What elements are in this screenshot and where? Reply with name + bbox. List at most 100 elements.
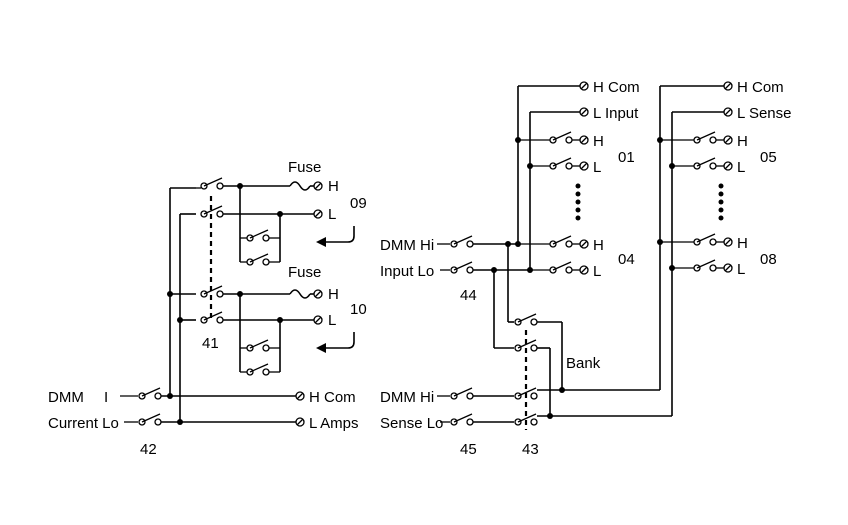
relay42-lo-switch [141,413,161,423]
ch10-l-switch [203,311,223,321]
left-circuit: Fuse H L 09 Fus [48,159,367,458]
relay44-lo-switch [453,261,473,271]
ladder-switch [249,229,269,239]
switch-contact [530,418,538,426]
junction [559,387,565,393]
ch05-h-switch [696,131,716,141]
right-circuit: H Com L Input H L 01 [380,79,792,458]
ch05-number: 05 [760,149,777,166]
switch-contact [530,392,538,400]
l-sense-label: L Sense [737,105,792,122]
ch04-h-switch [552,235,572,245]
switch-contact [262,258,270,266]
ellipsis-dot [718,207,724,213]
l-amps-label: L Amps [309,415,358,432]
relay42-label: 42 [140,441,157,458]
ellipsis-dot [575,199,581,205]
ch10-h-switch [203,285,223,295]
dmm-hi-sense-label: DMM Hi [380,389,434,406]
switch-contact [466,240,474,248]
ellipsis-dot [718,183,724,189]
ch01-h-label: H [593,133,604,150]
fuse1-label: Fuse [288,159,321,176]
h-com-amps-label: H Com [309,389,356,406]
switch-contact [216,210,224,218]
relay44-hi-switch [453,235,473,245]
ch04-l-label: L [593,263,601,280]
ch01-number: 01 [618,149,635,166]
ellipsis-dot [575,215,581,221]
switch-contact [216,316,224,324]
switch-contact [154,418,162,426]
ch04-number: 04 [618,251,635,268]
ch08-h-switch [696,233,716,243]
terminal-slash [314,316,322,324]
ch10-arrow [322,332,355,349]
terminal-slash [580,82,588,90]
ellipsis-dot [575,183,581,189]
terminal-slash [580,240,588,248]
arrow-head-icon [316,343,326,353]
terminal-slash [724,108,732,116]
switch-contact [565,136,573,144]
relay45-label: 45 [460,441,477,458]
ch05-h-label: H [737,133,748,150]
fuse-icon [289,181,311,191]
terminal-slash [580,108,588,116]
ch09-h-label: H [328,178,339,195]
switch-contact [709,136,717,144]
ch08-l-switch [696,259,716,269]
relay43-d-switch [517,413,537,423]
relay43-c-switch [517,387,537,397]
ch08-h-label: H [737,235,748,252]
switch-contact [154,392,162,400]
fuse2-label: Fuse [288,264,321,281]
ch10-h-label: H [328,286,339,303]
junction [547,413,553,419]
dmm-i-label-a: DMM [48,389,84,406]
switch-contact [466,266,474,274]
switch-contact [565,162,573,170]
switch-contact [466,418,474,426]
switch-contact [216,290,224,298]
switch-contact [565,266,573,274]
switch-contact [262,234,270,242]
ellipsis-dot [575,191,581,197]
ch01-l-switch [552,157,572,167]
ladder-switch [249,363,269,373]
bank-label: Bank [566,355,601,372]
junction [167,393,173,399]
junction [177,419,183,425]
ladder-switch [249,253,269,263]
terminal-slash [314,210,322,218]
ellipsis-dot [718,199,724,205]
ladder-switch [249,339,269,349]
arrow-head-icon [316,237,326,247]
ch09-h-switch [203,177,223,187]
switch-contact [530,318,538,326]
relay43-a-switch [517,313,537,323]
terminal-slash [314,290,322,298]
ch09-arrow [322,226,355,243]
switch-contact [530,344,538,352]
terminal-slash [314,182,322,190]
relay44-label: 44 [460,287,477,304]
switch-contact [262,368,270,376]
ch05-l-switch [696,157,716,167]
h-com-sense-label: H Com [737,79,784,96]
terminal-slash [724,136,732,144]
terminal-slash [296,392,304,400]
ch10-l-label: L [328,312,336,329]
switch-contact [709,162,717,170]
switch-contact [709,238,717,246]
terminal-slash [580,136,588,144]
ch04-h-label: H [593,237,604,254]
ch08-l-label: L [737,261,745,278]
terminal-slash [724,82,732,90]
relay41-label: 41 [202,335,219,352]
current-lo-label: Current Lo [48,415,119,432]
input-lo-label: Input Lo [380,263,434,280]
switch-contact [466,392,474,400]
relay45-hi-switch [453,387,473,397]
